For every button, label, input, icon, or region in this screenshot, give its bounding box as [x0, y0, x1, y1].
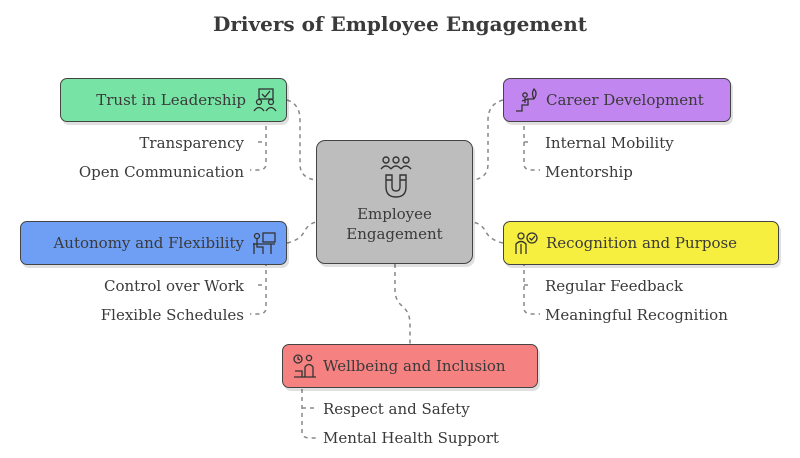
driver-autonomy-label: Autonomy and Flexibility	[53, 234, 244, 252]
wellbeing-item-2: Mental Health Support	[323, 429, 499, 447]
connector-recognition	[472, 221, 504, 244]
diagram-title: Drivers of Employee Engagement	[213, 12, 587, 36]
driver-wellbeing-box: Wellbeing and Inclusion	[282, 344, 538, 388]
recognition-item-2: Meaningful Recognition	[545, 306, 728, 324]
wellbeing-item-1: Respect and Safety	[323, 400, 470, 418]
trust-item-2: Open Communication	[78, 163, 244, 181]
recognition-item-1: Regular Feedback	[545, 277, 684, 295]
driver-trust-label: Trust in Leadership	[96, 91, 246, 109]
growth-ladder-icon	[516, 88, 537, 112]
driver-trust-box: Trust in Leadership	[60, 78, 287, 122]
driver-career-label: Career Development	[546, 91, 704, 109]
connector-wellbeing	[394, 264, 411, 344]
driver-wellbeing-label: Wellbeing and Inclusion	[323, 357, 506, 375]
driver-career-box: Career Development	[503, 78, 731, 122]
connector-autonomy	[286, 221, 317, 244]
connector-recognition-items	[523, 262, 540, 315]
center-label-line2: Engagement	[346, 225, 443, 243]
driver-recognition-box: Recognition and Purpose	[503, 221, 779, 265]
center-node: Employee Engagement	[316, 140, 473, 264]
driver-autonomy-box: Autonomy and Flexibility	[20, 221, 287, 265]
connector-trust-items	[250, 118, 267, 171]
desk-worker-icon	[253, 232, 276, 254]
center-label-line1: Employee	[357, 205, 432, 223]
people-magnet-icon	[380, 156, 412, 198]
connector-wellbeing-items	[301, 389, 318, 439]
connector-trust	[286, 99, 317, 181]
person-check-icon	[515, 232, 538, 254]
connector-career-items	[523, 118, 540, 171]
connector-autonomy-items	[250, 262, 267, 315]
autonomy-item-2: Flexible Schedules	[100, 306, 244, 324]
leadership-checklist-icon	[253, 88, 277, 112]
autonomy-item-1: Control over Work	[104, 277, 244, 295]
driver-recognition-label: Recognition and Purpose	[546, 234, 738, 252]
connector-career	[472, 99, 504, 181]
center-label: Employee Engagement	[317, 204, 472, 244]
career-item-1: Internal Mobility	[545, 134, 674, 152]
wellbeing-person-icon	[293, 354, 316, 378]
trust-item-1: Transparency	[139, 134, 244, 152]
career-item-2: Mentorship	[545, 163, 633, 181]
